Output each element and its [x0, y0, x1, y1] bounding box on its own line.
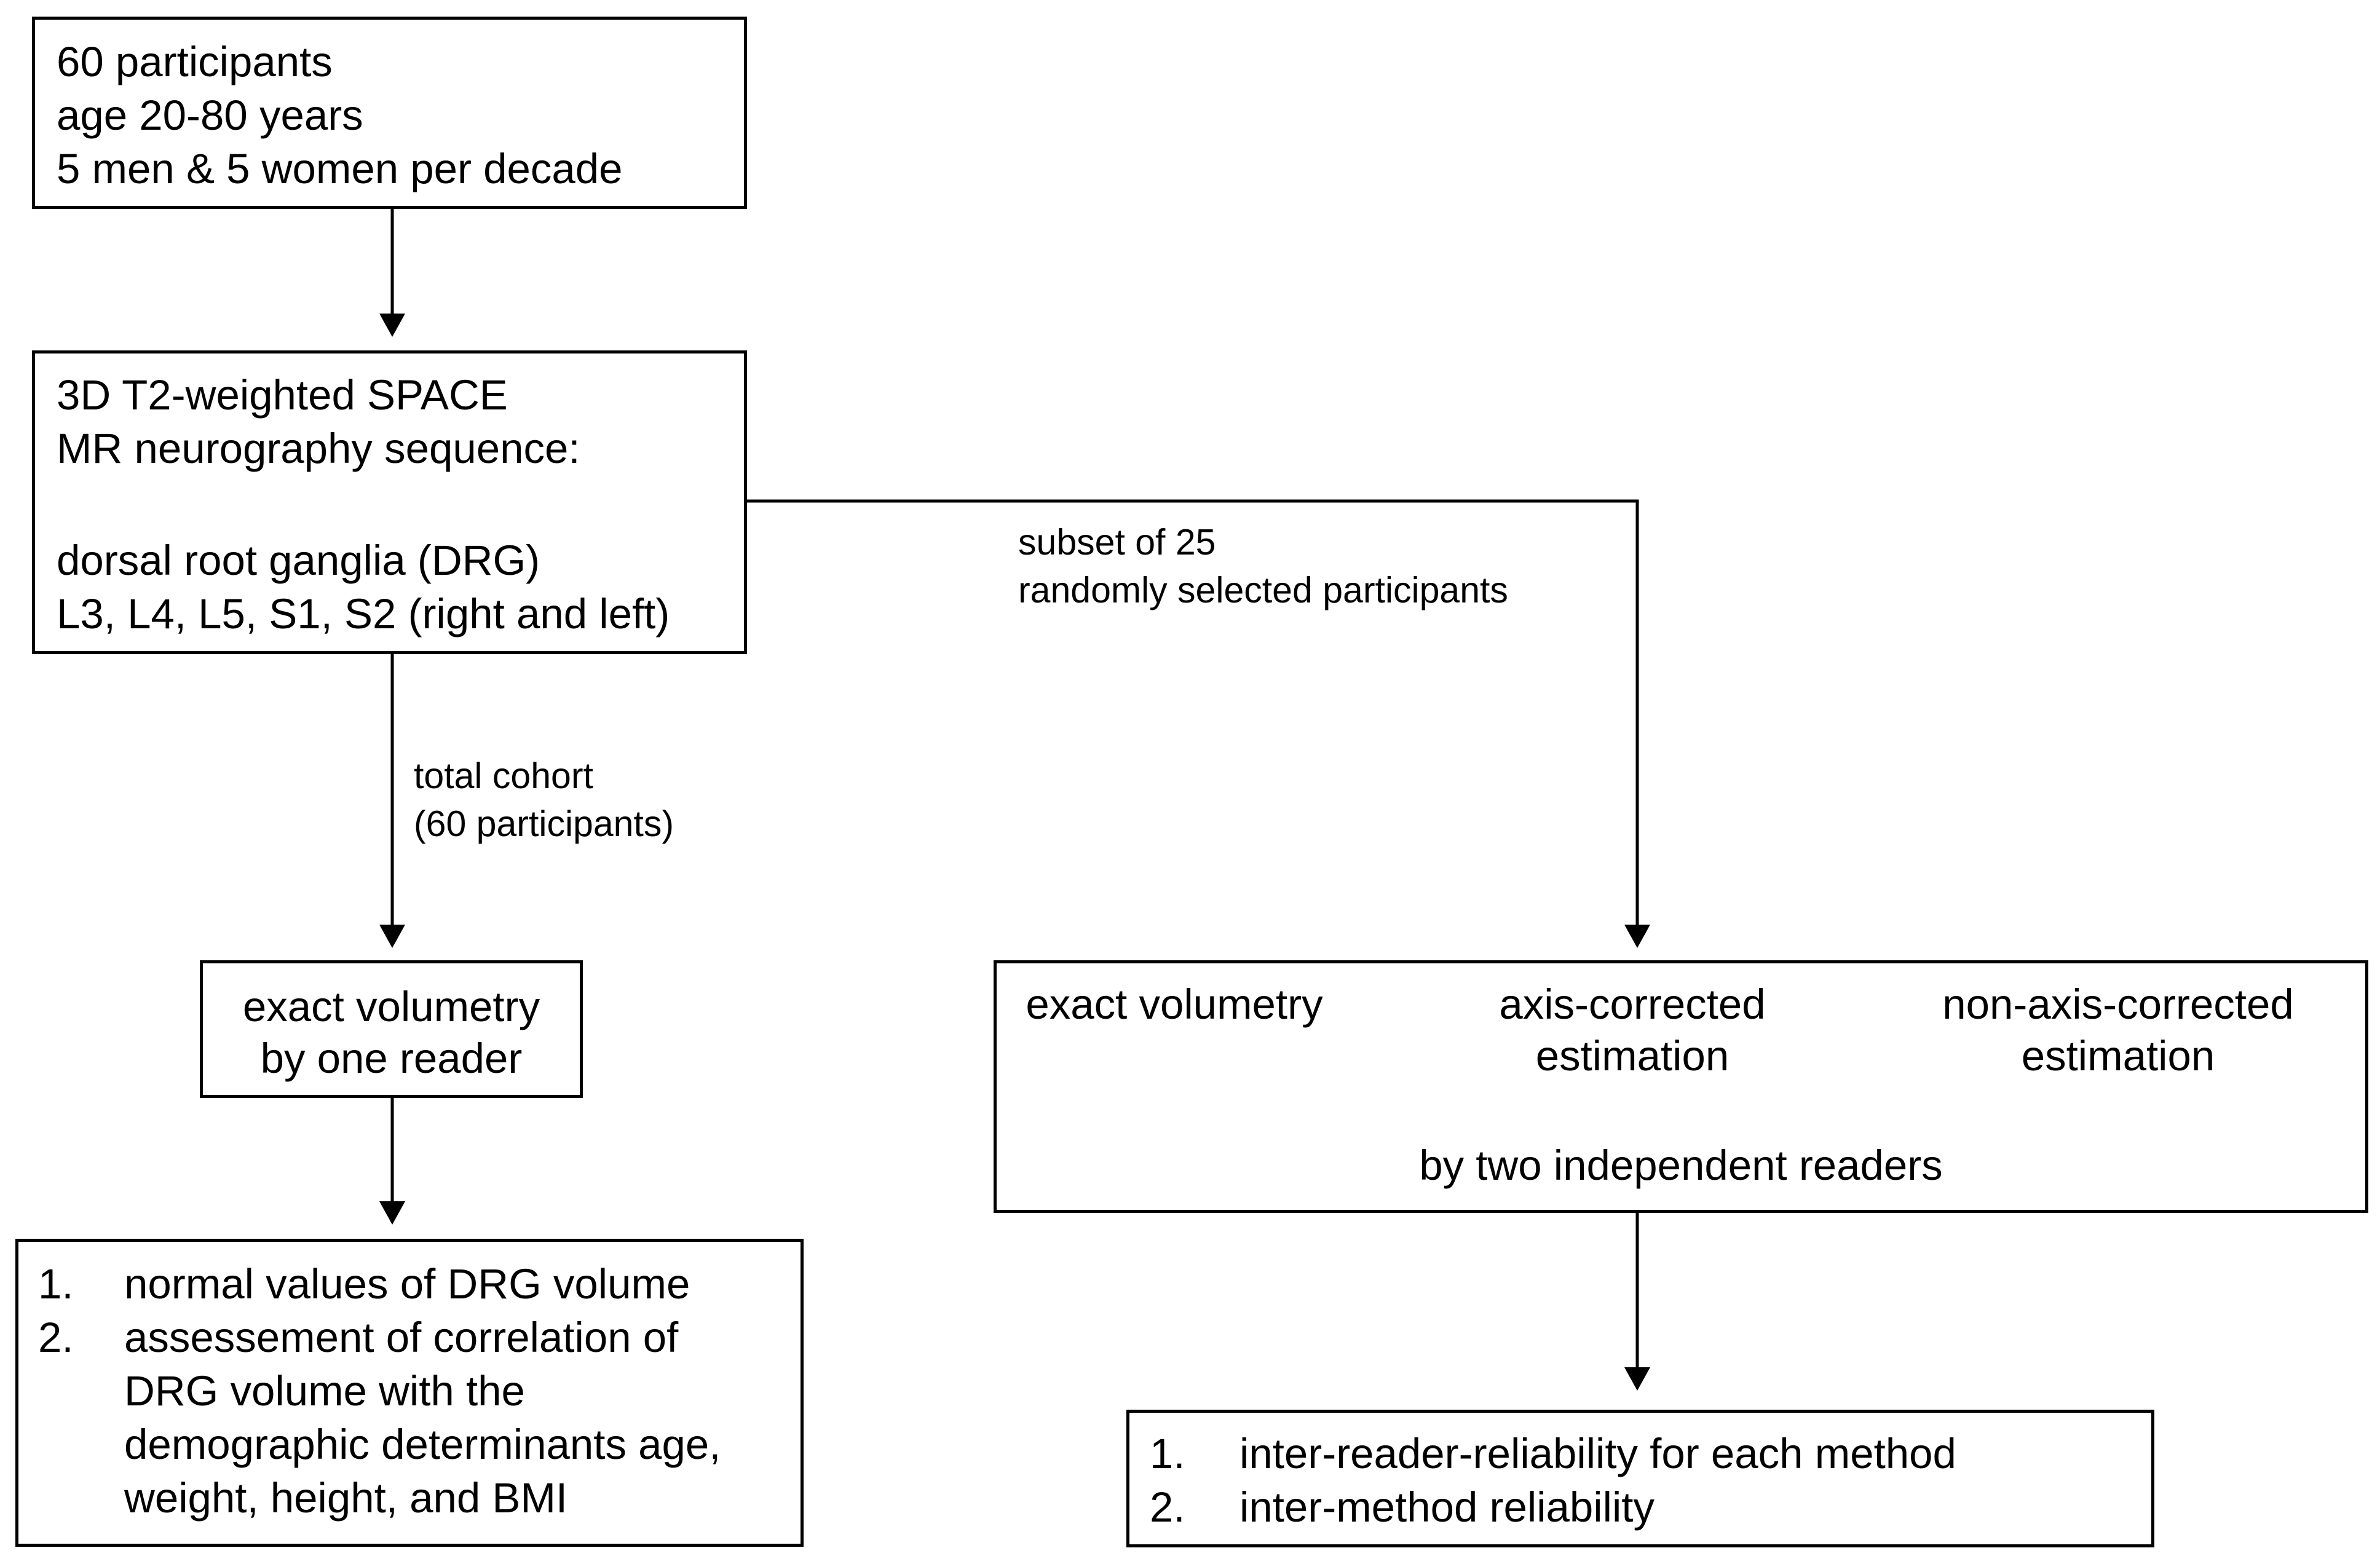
- label-subset: subset of 25: [1018, 522, 1216, 563]
- normal-values-outcomes-box: [15, 1239, 804, 1547]
- outcome-2-line-1: assessement of correlation of: [124, 1314, 679, 1361]
- arrowhead-participants-to-sequence: [379, 314, 405, 337]
- sequence-name: 3D T2-weighted SPACE: [57, 371, 508, 419]
- method-non-axis-corrected: non-axis-corrected: [1942, 981, 2294, 1028]
- sequence-levels: L3, L4, L5, S1, S2 (right and left): [57, 590, 670, 638]
- label-subset-selection: randomly selected participants: [1018, 570, 1508, 610]
- outcome-2-line-4: weight, height, and BMI: [124, 1474, 568, 1522]
- reliability-1-number: 1.: [1150, 1430, 1185, 1477]
- outcome-1-text: normal values of DRG volume: [124, 1260, 690, 1308]
- reliability-outcomes-box: [1126, 1410, 2154, 1547]
- method-exact-volumetry: exact volumetry: [1026, 981, 1323, 1028]
- participants-box: [32, 17, 747, 209]
- participants-age: age 20-80 years: [57, 92, 363, 139]
- volumetry-method: exact volumetry: [242, 983, 540, 1030]
- participants-sex: 5 men & 5 women per decade: [57, 145, 623, 192]
- reliability-1-text: inter-reader-reliability for each method: [1239, 1430, 1956, 1477]
- label-total-count: (60 participants): [414, 804, 674, 844]
- single-reader-volumetry-box: [200, 960, 583, 1098]
- label-total-cohort: total cohort: [414, 756, 593, 796]
- reliability-2-text: inter-method reliability: [1239, 1483, 1655, 1531]
- arrowhead-sequence-to-methods: [1624, 925, 1650, 948]
- outcome-2-line-2: DRG volume with the: [124, 1367, 525, 1415]
- volumetry-reader: by one reader: [260, 1035, 523, 1082]
- outcome-2-line-3: demographic determinants age,: [124, 1421, 721, 1468]
- sequence-box: [32, 350, 747, 654]
- two-reader-methods-box: [994, 960, 2368, 1213]
- arrowhead-methods-to-reliability: [1624, 1367, 1650, 1391]
- sequence-target: dorsal root ganglia (DRG): [57, 537, 540, 584]
- outcome-1-number: 1.: [38, 1260, 74, 1308]
- arrow-sequence-to-methods: [744, 499, 1639, 930]
- arrowhead-sequence-to-volumetry: [379, 925, 405, 948]
- method-non-axis-corrected-estimation: estimation: [2021, 1032, 2215, 1080]
- sequence-type: MR neurography sequence:: [57, 425, 580, 472]
- method-axis-corrected: axis-corrected: [1499, 981, 1766, 1028]
- methods-readers: by two independent readers: [1419, 1142, 1943, 1189]
- outcome-2-number: 2.: [38, 1314, 74, 1361]
- participants-count: 60 participants: [57, 38, 333, 85]
- reliability-2-number: 2.: [1150, 1483, 1185, 1531]
- arrowhead-volumetry-to-outcomes: [379, 1201, 405, 1225]
- method-axis-corrected-estimation: estimation: [1535, 1032, 1730, 1080]
